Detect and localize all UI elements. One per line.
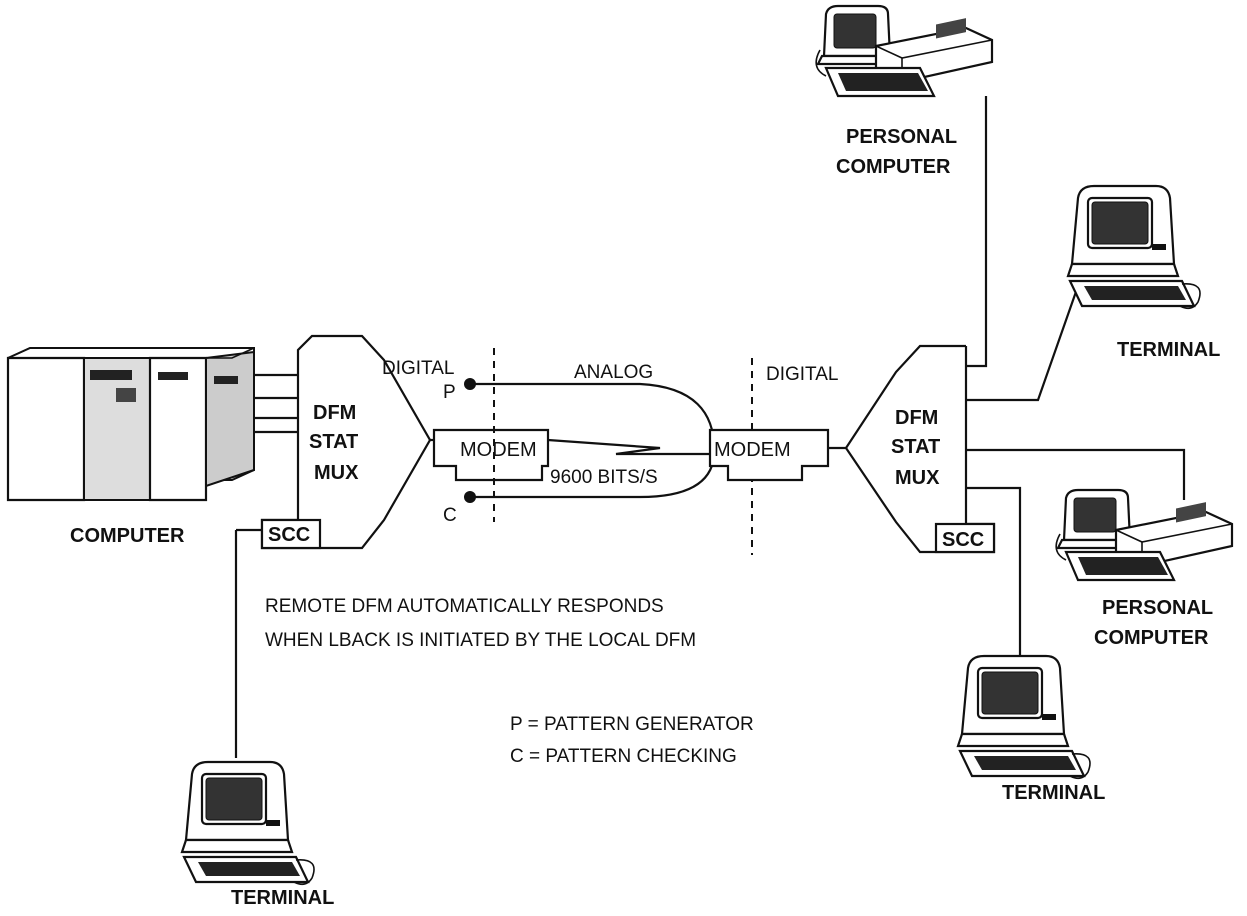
- computer-icon: [6, 347, 255, 502]
- terminal-icon-right-bottom: [956, 654, 1092, 780]
- local-scc-label: SCC: [268, 524, 310, 546]
- remote-modem-label: MODEM: [714, 439, 791, 461]
- c-label: C: [443, 505, 457, 526]
- remote-mux-line-2: STAT: [891, 436, 940, 458]
- local-mux-line-1: DFM: [313, 402, 356, 424]
- digital-label-right: DIGITAL: [766, 364, 839, 385]
- remote-mux-line-1: DFM: [895, 407, 938, 429]
- pc-top-label-2: COMPUTER: [836, 156, 951, 178]
- analog-label: ANALOG: [574, 362, 653, 383]
- pc-right-label-2: COMPUTER: [1094, 627, 1209, 649]
- terminal-left-label: TERMINAL: [231, 887, 334, 909]
- speed-label: 9600 BITS/S: [550, 467, 658, 488]
- terminal-right-top-label: TERMINAL: [1117, 339, 1220, 361]
- terminal-icon-left: [180, 760, 316, 886]
- remote-scc-label: SCC: [942, 529, 984, 551]
- local-mux-line-2: STAT: [309, 431, 358, 453]
- personal-computer-icon-right: [1055, 488, 1234, 582]
- computer-label: COMPUTER: [70, 525, 185, 547]
- note-line-1: REMOTE DFM AUTOMATICALLY RESPONDS: [265, 596, 664, 617]
- remote-mux-line-3: MUX: [895, 467, 940, 489]
- computer-mux-links: [254, 373, 298, 434]
- remote-dfm-mux: [844, 344, 996, 554]
- remote-modem: [708, 428, 830, 482]
- local-dfm-mux: [260, 334, 432, 550]
- p-label: P: [443, 382, 456, 403]
- pc-top-label-1: PERSONAL: [846, 126, 957, 148]
- digital-label-left: DIGITAL: [382, 358, 455, 379]
- pc-right-label-1: PERSONAL: [1102, 597, 1213, 619]
- legend-c: C = PATTERN CHECKING: [510, 746, 737, 767]
- personal-computer-icon-top: [815, 4, 994, 98]
- terminal-right-bottom-label: TERMINAL: [1002, 782, 1105, 804]
- legend-p: P = PATTERN GENERATOR: [510, 714, 754, 735]
- note-line-2: WHEN LBACK IS INITIATED BY THE LOCAL DFM: [265, 630, 696, 651]
- local-modem-label: MODEM: [460, 439, 537, 461]
- local-modem: [432, 428, 550, 482]
- terminal-icon-right-top: [1066, 184, 1202, 310]
- remote-device-links: [966, 96, 1186, 662]
- analog-link: [547, 438, 710, 456]
- local-mux-line-3: MUX: [314, 462, 359, 484]
